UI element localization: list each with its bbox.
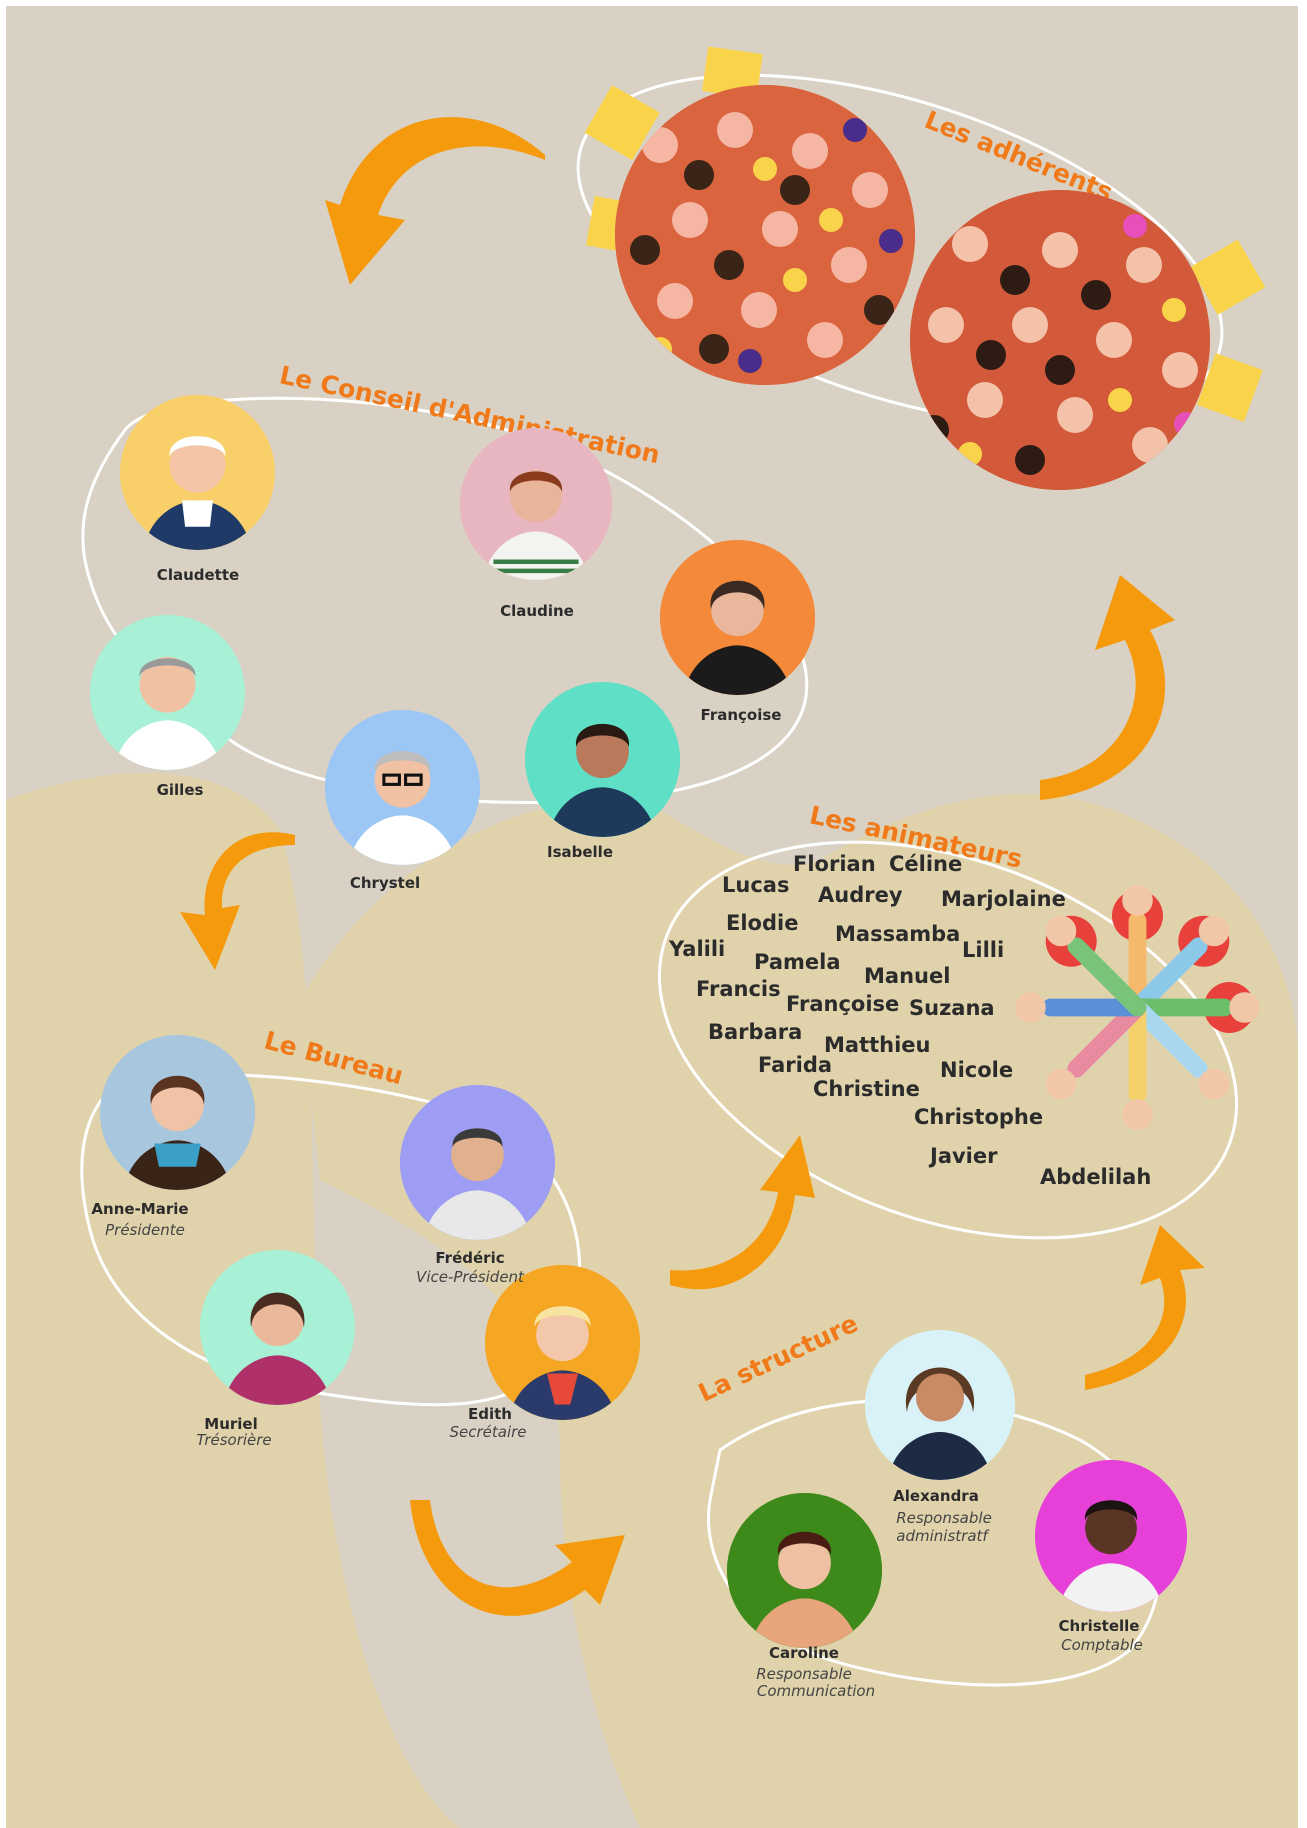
structure-member-role-line1: Comptable xyxy=(1061,1636,1143,1654)
arrow-adherents-to-conseil xyxy=(325,117,545,285)
animateur-name: Françoise xyxy=(786,992,900,1016)
structure-member-role-line2: Communication xyxy=(756,1682,876,1700)
arrow-bureau-to-structure xyxy=(410,1500,625,1616)
arrow-bureau-to-animateurs xyxy=(670,1135,815,1290)
bureau-member-name: Anne-Marie xyxy=(91,1200,189,1218)
avatar-isabelle xyxy=(525,682,680,837)
conseil-ellipse xyxy=(81,396,809,804)
animateur-name: Francis xyxy=(696,977,781,1001)
bureau-member-role: Vice-Président xyxy=(416,1268,524,1286)
conseil-member-name: Claudette xyxy=(156,566,240,584)
bureau-member-name: Edith xyxy=(468,1405,512,1423)
avatar-claudette xyxy=(120,395,275,550)
animateur-name: Yalili xyxy=(669,937,726,961)
animateur-name: Farida xyxy=(758,1053,833,1077)
avatar-caroline xyxy=(727,1493,882,1648)
structure-member-name: Caroline xyxy=(769,1644,839,1662)
bureau-member-role: Trésorière xyxy=(196,1431,272,1449)
structure-member-role-line2: administratf xyxy=(896,1527,988,1545)
bureau-member-role: Secrétaire xyxy=(449,1423,527,1441)
animateur-name: Manuel xyxy=(864,964,951,988)
animateur-name: Nicole xyxy=(940,1058,1014,1082)
animateur-name: Céline xyxy=(889,852,963,876)
avatar-chrystel xyxy=(325,710,480,865)
animateur-name: Massamba xyxy=(835,922,961,946)
animateur-name: Matthieu xyxy=(824,1033,931,1057)
adherents-crowd-image xyxy=(615,85,915,385)
structure-member-name: Alexandra xyxy=(893,1487,979,1505)
animateur-name: Javier xyxy=(930,1144,998,1168)
animateur-name: Suzana xyxy=(909,996,995,1020)
structure-member-role-line1: Responsable xyxy=(896,1509,992,1527)
avatar-alexandra xyxy=(865,1330,1015,1480)
animateur-name: Lucas xyxy=(722,873,790,897)
animateur-name: Abdelilah xyxy=(1040,1165,1152,1189)
arrow-structure-to-animateurs xyxy=(1085,1225,1205,1390)
animateur-name: Christophe xyxy=(914,1105,1044,1129)
avatar-anne-marie xyxy=(100,1035,255,1190)
animateurs-ellipse xyxy=(657,840,1239,1240)
animateur-name: Pamela xyxy=(754,950,841,974)
animateur-name: Florian xyxy=(793,852,876,876)
structure-member-name: Christelle xyxy=(1058,1617,1140,1635)
structure-member-role-line1: Responsable xyxy=(756,1665,852,1683)
conseil-member-name: Chrystel xyxy=(349,874,421,892)
arrow-conseil-to-bureau xyxy=(180,832,295,970)
avatar-edith xyxy=(485,1265,640,1420)
avatar-christelle xyxy=(1035,1460,1187,1612)
avatar-frederic xyxy=(400,1085,555,1240)
conseil-member-name: Gilles xyxy=(156,781,204,799)
adherents-ellipse xyxy=(576,73,1224,427)
avatar-claudine xyxy=(460,428,612,580)
animateur-name: Barbara xyxy=(708,1020,803,1044)
animateur-name: Audrey xyxy=(818,883,903,907)
avatar-gilles xyxy=(90,615,245,770)
bureau-member-name: Frédéric xyxy=(435,1249,505,1267)
animateur-name: Elodie xyxy=(726,911,799,935)
bureau-member-name: Muriel xyxy=(204,1415,258,1433)
animateur-name: Marjolaine xyxy=(941,887,1066,911)
bureau-member-role: Présidente xyxy=(105,1221,185,1239)
conseil-member-name: Françoise xyxy=(700,706,782,724)
animateur-name: Lilli xyxy=(962,938,1005,962)
animateur-name: Christine xyxy=(813,1077,920,1101)
arrow-animateurs-to-adherents xyxy=(1040,575,1175,800)
conseil-member-name: Isabelle xyxy=(547,843,613,861)
conseil-member-name: Claudine xyxy=(500,602,574,620)
adherents-crowd-image-2 xyxy=(910,190,1210,490)
avatar-muriel xyxy=(200,1250,355,1405)
avatar-francoise xyxy=(660,540,815,695)
team-hands-illustration xyxy=(1010,880,1265,1135)
